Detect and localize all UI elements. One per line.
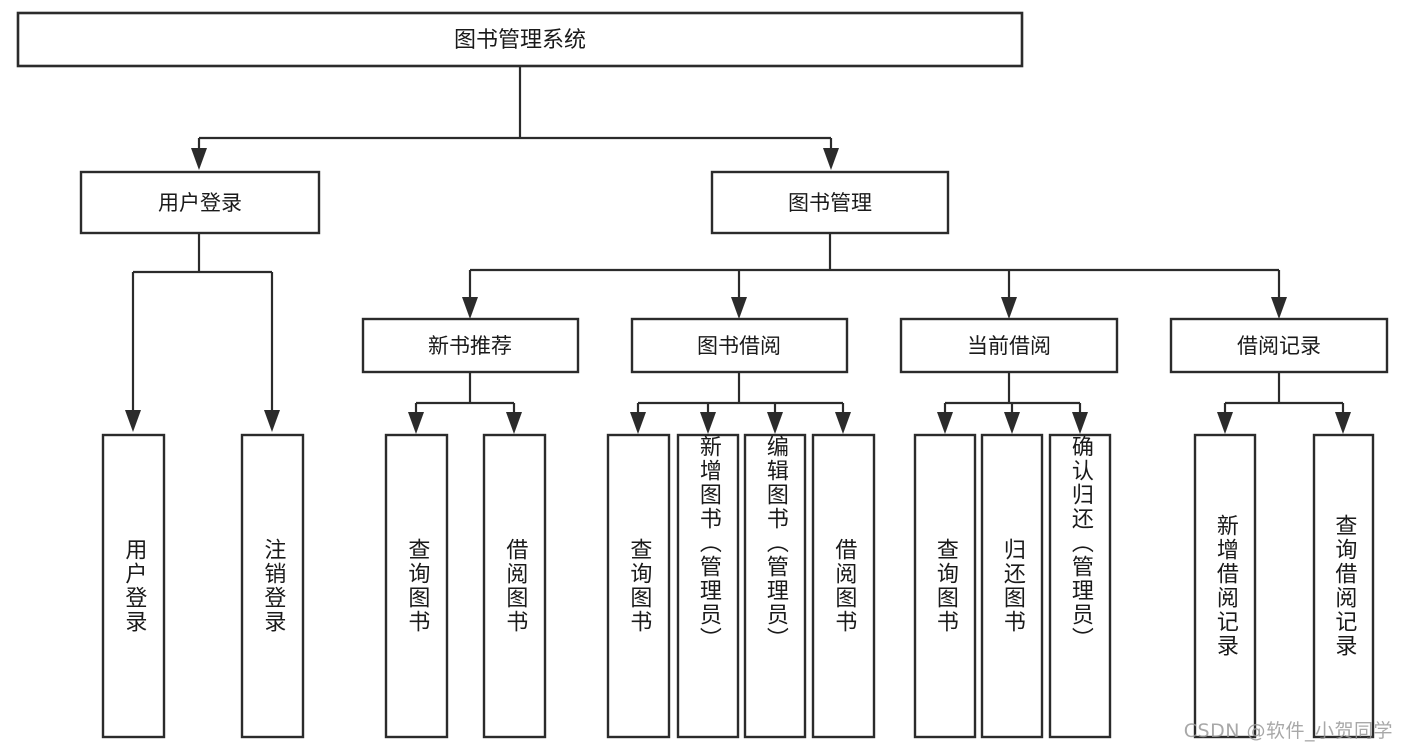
node-book-manage-label: 图书管理 [788, 191, 872, 215]
node-leaf-query-book-recommend-box[interactable] [384, 433, 449, 739]
arrow-icon-leaf-confirm-return [1072, 412, 1088, 434]
node-borrow-record[interactable]: 借阅记录 [1169, 317, 1389, 374]
node-book-manage-box[interactable] [710, 170, 950, 235]
connector-group-new-book-recommend [408, 372, 522, 434]
node-leaf-borrow-book-box[interactable] [811, 433, 876, 739]
arrow-icon-leaf-borrow-book [835, 412, 851, 434]
node-leaf-query-book-current-box[interactable] [913, 433, 977, 739]
node-leaf-confirm-return-box[interactable] [1048, 433, 1112, 739]
arrow-icon-leaf-user-logout [264, 410, 280, 432]
node-book-borrow-label: 图书借阅 [697, 334, 781, 358]
node-leaf-borrow-book-recommend-box[interactable] [482, 433, 547, 739]
node-root[interactable]: 图书管理系统 [16, 11, 1024, 68]
node-borrow-record-label: 借阅记录 [1237, 334, 1321, 358]
node-user-login-box[interactable] [79, 170, 321, 235]
node-new-book-recommend-box[interactable] [361, 317, 580, 374]
connector-group-book-manage [462, 233, 1287, 319]
node-leaf-add-book-box[interactable] [676, 433, 740, 739]
connector-group-borrow-record [1217, 372, 1351, 434]
node-leaf-return-book-box[interactable] [980, 433, 1044, 739]
arrow-icon-leaf-return-book [1004, 412, 1020, 434]
arrow-icon-to-book-manage [823, 148, 839, 170]
arrow-icon-to-user-login [191, 148, 207, 170]
node-new-book-recommend[interactable]: 新书推荐 [361, 317, 580, 374]
arrow-icon-leaf-add-record [1217, 412, 1233, 434]
node-root-box[interactable] [16, 11, 1024, 68]
arrow-icon-leaf-query-book-borrow [630, 412, 646, 434]
arrow-icon-leaf-user-login [125, 410, 141, 432]
node-new-book-recommend-label: 新书推荐 [428, 334, 512, 358]
connector-group-book-borrow [630, 372, 851, 434]
arrow-icon-leaf-query-book-current [937, 412, 953, 434]
node-leaf-user-login-box[interactable] [101, 433, 166, 739]
node-leaf-add-record-box[interactable] [1193, 433, 1257, 739]
node-leaf-query-book-borrow-box[interactable] [606, 433, 671, 739]
node-leaf-user-logout-box[interactable] [240, 433, 305, 739]
node-leaf-edit-book-box[interactable] [743, 433, 807, 739]
arrow-icon-to-book-borrow [731, 297, 747, 319]
arrow-icon-leaf-query-record [1335, 412, 1351, 434]
node-user-login-label: 用户登录 [158, 191, 242, 215]
node-book-borrow[interactable]: 图书借阅 [630, 317, 849, 374]
connector-group-user-login [125, 233, 280, 432]
arrow-icon-to-new-book-recommend [462, 297, 478, 319]
node-leaf-query-record-box[interactable] [1312, 433, 1375, 739]
arrow-icon-leaf-add-book [700, 412, 716, 434]
arrow-icon-leaf-borrow-book-recommend [506, 412, 522, 434]
arrow-icon-to-current-borrow [1001, 297, 1017, 319]
arrow-icon-leaf-edit-book [767, 412, 783, 434]
arrow-icon-to-borrow-record [1271, 297, 1287, 319]
node-current-borrow[interactable]: 当前借阅 [899, 317, 1119, 374]
connector-group-current-borrow [937, 372, 1088, 434]
node-current-borrow-box[interactable] [899, 317, 1119, 374]
node-user-login[interactable]: 用户登录 [79, 170, 321, 235]
node-borrow-record-box[interactable] [1169, 317, 1389, 374]
node-root-label: 图书管理系统 [454, 28, 586, 53]
node-current-borrow-label: 当前借阅 [967, 334, 1051, 358]
arrow-icon-leaf-query-book-recommend [408, 412, 424, 434]
connector-group-root [191, 66, 839, 170]
node-book-manage[interactable]: 图书管理 [710, 170, 950, 235]
node-book-borrow-box[interactable] [630, 317, 849, 374]
